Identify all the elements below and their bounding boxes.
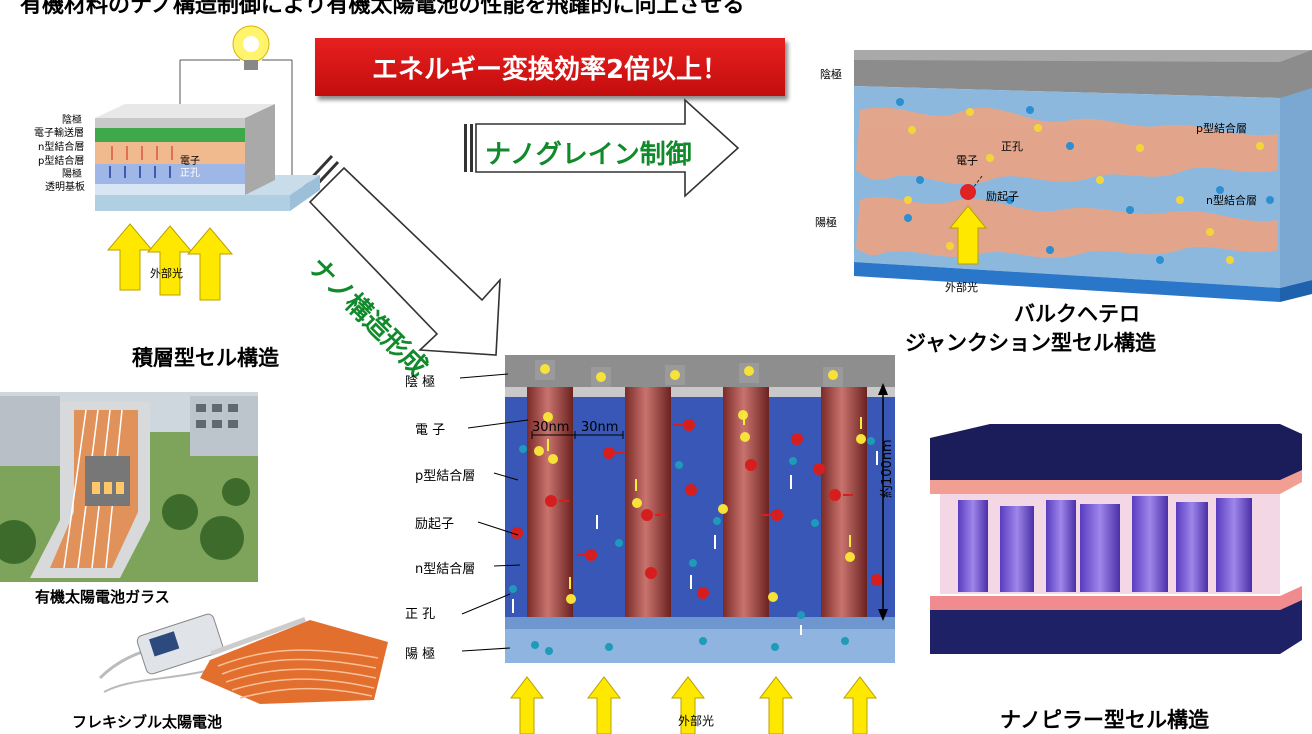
stacked-electron-label: 電子 bbox=[180, 156, 200, 167]
nanograin-label: ナノグレイン制御 bbox=[485, 140, 692, 170]
bulk-light-label: 外部光 bbox=[945, 281, 978, 294]
nanopillar-label-hole: 正 孔 bbox=[405, 607, 436, 622]
nanopillar-label-electron: 電 子 bbox=[415, 423, 446, 438]
nanopillar-label-cathode: 陰 極 bbox=[405, 375, 436, 390]
bulk-n-layer-label: n型結合層 bbox=[1206, 194, 1257, 207]
nanopillar-width-2: 30nm bbox=[581, 420, 619, 435]
nanopillar-leaders bbox=[459, 373, 528, 652]
headline: 有機材料のナノ構造制御により有機太陽電池の性能を飛躍的に向上させる bbox=[20, 0, 745, 18]
bulk-cathode-label: 陰極 bbox=[820, 68, 842, 81]
stacked-hole-label: 正孔 bbox=[180, 168, 200, 179]
flex-caption: フレキシブル太陽電池 bbox=[72, 713, 223, 731]
bulk-caption-line2: ジャンクション型セル構造 bbox=[905, 331, 1156, 355]
glass-caption: 有機太陽電池ガラス bbox=[35, 588, 170, 606]
nanopillar-label-n: n型結合層 bbox=[415, 562, 476, 577]
bulk-heterojunction-diagram bbox=[854, 50, 1312, 302]
bulk-exciton-label: 励起子 bbox=[986, 190, 1019, 203]
bulk-anode-label: 陽極 bbox=[815, 216, 837, 229]
efficiency-banner: エネルギー変換効率2倍以上！ bbox=[315, 38, 785, 96]
nanopillar-caption: ナノピラー型セル構造 bbox=[1000, 708, 1209, 732]
stacked-cell-diagram bbox=[95, 25, 320, 301]
solar-glass-building-photo bbox=[0, 392, 258, 582]
stacked-cell-caption: 積層型セル構造 bbox=[132, 346, 279, 370]
bulk-p-layer-label: p型結合層 bbox=[1196, 122, 1247, 135]
flexible-solar-cell-photo bbox=[98, 613, 388, 704]
nanograin-arrow bbox=[464, 98, 740, 198]
bulk-hole-label: 正孔 bbox=[1001, 140, 1023, 153]
efficiency-banner-text: エネルギー変換効率2倍以上！ bbox=[371, 55, 729, 85]
bulk-electron-label: 電子 bbox=[956, 154, 978, 167]
nanopillar-label-exciton: 励起子 bbox=[415, 517, 455, 532]
nanopillar-label-anode: 陽 極 bbox=[405, 647, 436, 662]
stacked-layer-n: n型結合層 bbox=[38, 142, 85, 153]
nanopillar-width-1: 30nm bbox=[532, 420, 570, 435]
nanopillar-height: 約100nm bbox=[880, 439, 895, 498]
stacked-layer-substrate: 透明基板 bbox=[45, 182, 85, 193]
stacked-layer-p: p型結合層 bbox=[38, 156, 85, 167]
nanopillar-light-label: 外部光 bbox=[678, 714, 715, 728]
stacked-light-label: 外部光 bbox=[150, 267, 183, 280]
bulk-caption-line1: バルクヘテロ bbox=[1014, 302, 1140, 326]
nanopillar-3d-render bbox=[930, 424, 1302, 654]
stacked-layer-anode: 陽極 bbox=[62, 169, 82, 180]
stacked-layer-cathode: 陰極 bbox=[62, 115, 82, 126]
nanopillar-diagram bbox=[505, 355, 895, 734]
stacked-layer-electron-transport: 電子輸送層 bbox=[34, 128, 84, 139]
nanopillar-label-p: p型結合層 bbox=[415, 469, 476, 484]
